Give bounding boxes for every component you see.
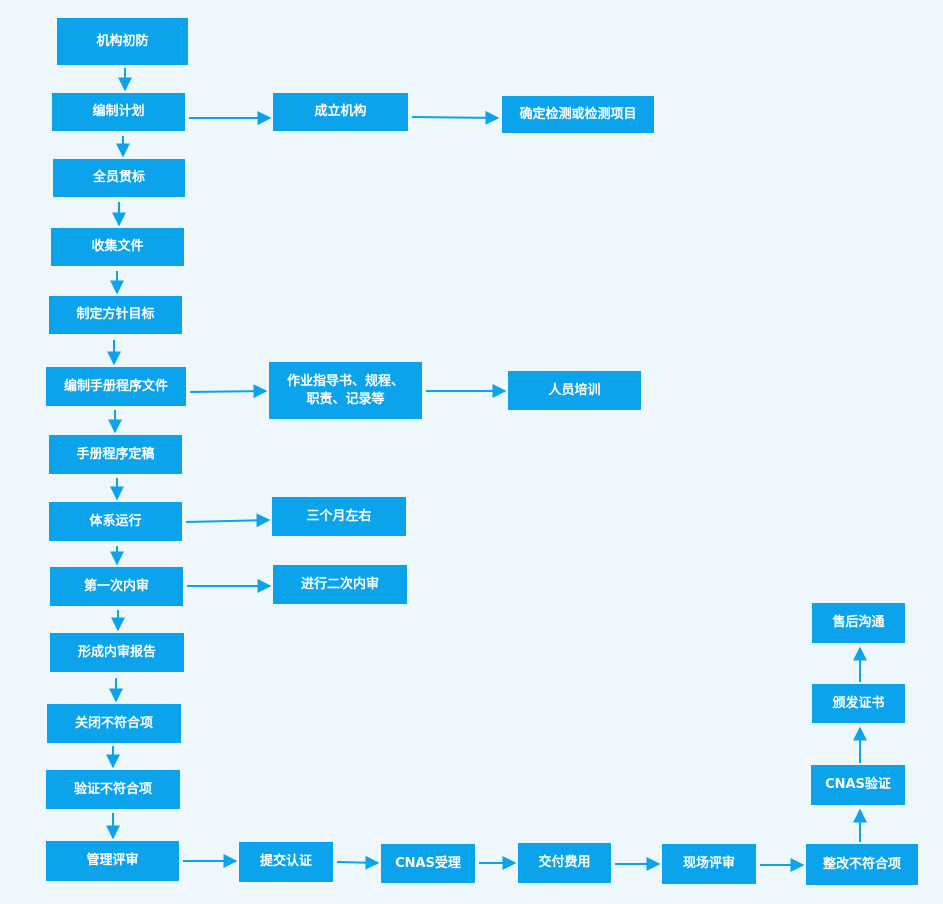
step-box-n23: 现场评审 xyxy=(662,844,756,884)
step-box-n10: 人员培训 xyxy=(508,371,641,410)
step-box-n7: 制定方针目标 xyxy=(49,296,182,334)
step-box-n8: 编制手册程序文件 xyxy=(46,367,186,406)
step-box-n17: 关闭不符合项 xyxy=(47,704,181,743)
step-box-n16: 形成内审报告 xyxy=(50,633,184,672)
step-box-n14: 第一次内审 xyxy=(50,567,183,606)
arrow-n20-n21 xyxy=(336,855,380,870)
step-box-n15: 进行二次内审 xyxy=(273,565,407,604)
step-box-n26: 颁发证书 xyxy=(812,684,905,723)
step-box-n12: 体系运行 xyxy=(49,502,182,541)
step-box-n18: 验证不符合项 xyxy=(46,770,180,809)
step-box-n11: 手册程序定稿 xyxy=(49,435,182,474)
step-box-n22: 交付费用 xyxy=(518,843,611,883)
step-box-n2: 编制计划 xyxy=(52,93,185,131)
step-box-n24: 整改不符合项 xyxy=(806,844,918,885)
step-box-n13: 三个月左右 xyxy=(272,497,406,536)
step-box-n9: 作业指导书、规程、 职责、记录等 xyxy=(269,362,422,419)
step-box-n19: 管理评审 xyxy=(46,841,179,881)
step-box-n20: 提交认证 xyxy=(239,842,333,882)
step-box-n3: 成立机构 xyxy=(273,93,408,131)
arrow-n12-n13 xyxy=(185,513,271,528)
step-box-n27: 售后沟通 xyxy=(812,603,905,643)
step-box-n25: CNAS验证 xyxy=(811,765,905,805)
step-box-n5: 全员贯标 xyxy=(53,159,185,197)
step-box-n4: 确定检测或检测项目 xyxy=(502,96,654,133)
arrow-n3-n4 xyxy=(411,110,500,125)
step-box-n6: 收集文件 xyxy=(51,228,184,266)
step-box-n21: CNAS受理 xyxy=(381,844,475,883)
step-box-n1: 机构初防 xyxy=(57,18,188,65)
arrow-n8-n9 xyxy=(189,384,268,399)
